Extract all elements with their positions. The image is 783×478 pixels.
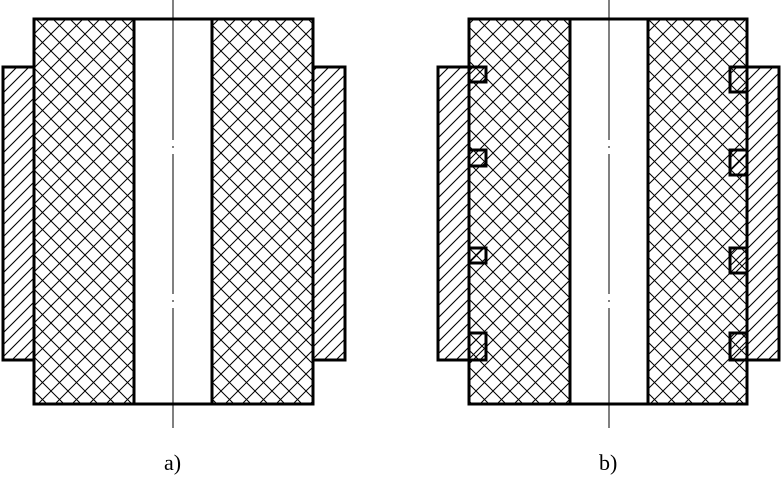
panel-b-left-core <box>469 19 570 404</box>
panel-a-left-sleeve <box>1 65 36 362</box>
panel-b <box>436 0 781 428</box>
caption-b: b) <box>599 450 618 475</box>
panel-a <box>1 0 347 428</box>
panel-a-left-core <box>34 19 134 404</box>
caption-a: a) <box>164 450 182 475</box>
panel-a-right-core <box>212 19 313 404</box>
panel-a-right-sleeve <box>311 65 347 362</box>
panel-b-right-core <box>648 19 747 404</box>
panel-b-outline <box>467 17 749 406</box>
